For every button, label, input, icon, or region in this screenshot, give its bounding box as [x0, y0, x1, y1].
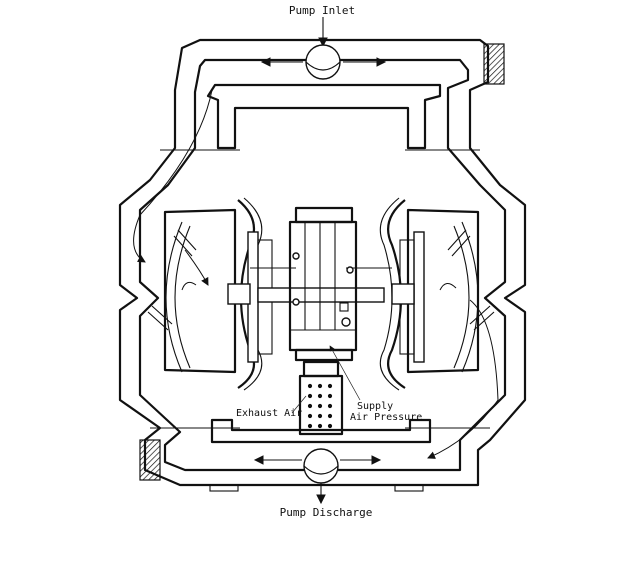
inlet-flange-block	[484, 44, 504, 84]
supply-air-label-line2: Air Pressure	[350, 412, 422, 423]
inlet-arrow	[319, 17, 327, 46]
supply-air-label-line1: Supply	[357, 401, 393, 412]
supply-leader	[330, 346, 360, 400]
discharge-flange-block	[140, 440, 160, 480]
flow-paths	[134, 90, 498, 458]
pump-casing	[120, 40, 525, 491]
inlet-check-valve	[262, 45, 385, 79]
air-valve-block	[290, 208, 356, 360]
discharge-check-valve	[255, 449, 380, 483]
pump-inlet-label: Pump Inlet	[289, 4, 355, 17]
exhaust-air-label: Exhaust Air	[236, 408, 302, 419]
pump-discharge-label: Pump Discharge	[280, 506, 373, 519]
left-diaphragm-chamber	[148, 198, 272, 390]
exhaust-muffler	[300, 362, 342, 434]
